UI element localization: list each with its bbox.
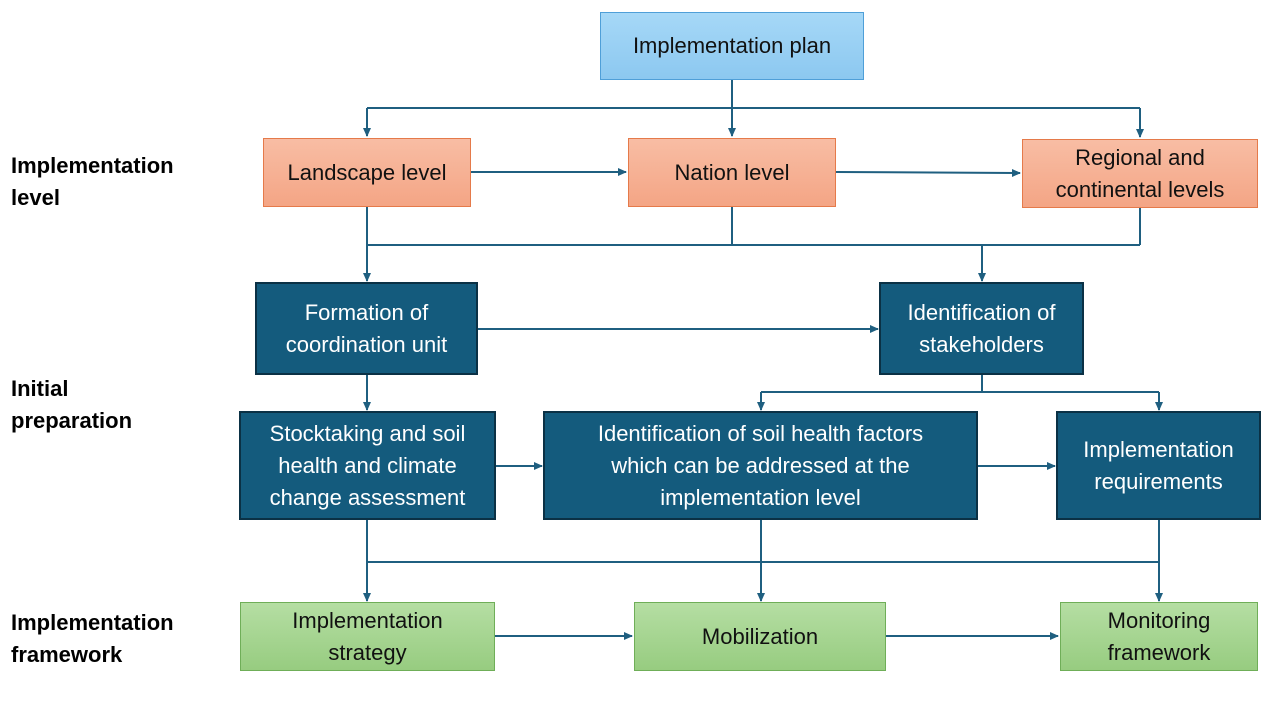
node-implementation-requirements: Implementation requirements <box>1056 411 1261 520</box>
node-nation-level: Nation level <box>628 138 836 207</box>
node-soil-health-factors: Identification of soil health factors wh… <box>543 411 978 520</box>
stage-label-implementation-framework: Implementation framework <box>11 610 174 667</box>
node-implementation-plan: Implementation plan <box>600 12 864 80</box>
connector-nation-to-regional <box>835 168 1021 177</box>
node-implementation-strategy: Implementation strategy <box>240 602 495 671</box>
node-landscape-level: Landscape level <box>263 138 471 207</box>
node-regional-continental-levels: Regional and continental levels <box>1022 139 1258 208</box>
stage-label-initial-preparation: Initial preparation <box>11 376 133 433</box>
node-identification-of-stakeholders: Identification of stakeholders <box>879 282 1084 375</box>
node-monitoring-framework: Monitoring framework <box>1060 602 1258 671</box>
node-mobilization: Mobilization <box>634 602 886 671</box>
stage-label-implementation-level: Implementation level <box>11 153 174 210</box>
node-stocktaking-assessment: Stocktaking and soil health and climate … <box>239 411 496 520</box>
node-formation-of-coordination-unit: Formation of coordination unit <box>255 282 478 375</box>
